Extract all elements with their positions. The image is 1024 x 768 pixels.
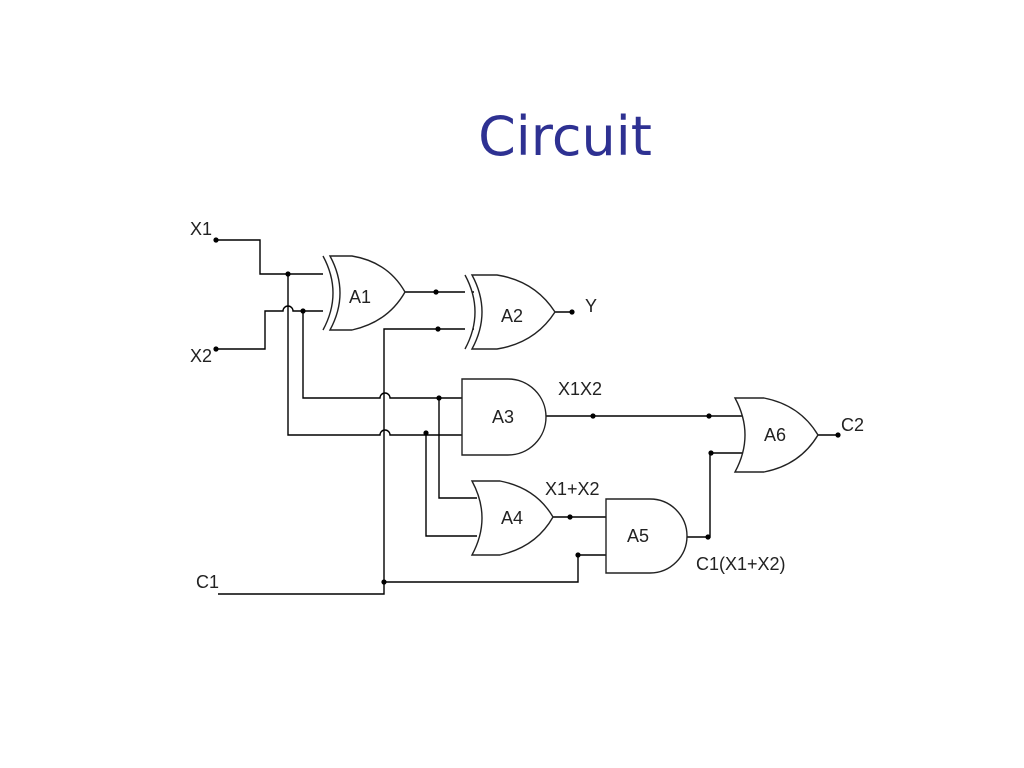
junction-dot (575, 552, 581, 558)
gate-label-a2: A2 (501, 306, 523, 326)
signal-label-x2: X2 (190, 346, 212, 366)
wire-x1 (216, 239, 330, 275)
junction-dot (708, 450, 714, 456)
junction-dot (433, 289, 439, 295)
gate-label-a6: A6 (764, 425, 786, 445)
junction-dot (423, 430, 429, 436)
wire-c1-to-a5 (384, 554, 606, 583)
wire-x2 (216, 305, 330, 350)
gate-a3-and: A3 (461, 378, 547, 456)
junction-dot (436, 395, 442, 401)
gate-a4-or: A4 (470, 480, 554, 556)
junction-dot (213, 346, 219, 352)
wire-tap-to-a4-bottom (425, 433, 477, 537)
signal-label-x1: X1 (190, 219, 212, 239)
signal-label-c1-term: C1(X1+X2) (696, 554, 786, 574)
junction-dot (706, 413, 712, 419)
junction-dot (285, 271, 291, 277)
gate-a2-xor: A2 (464, 274, 556, 350)
gate-label-a3: A3 (492, 407, 514, 427)
junction-dot (381, 579, 387, 585)
gate-a1-xor: A1 (322, 255, 406, 331)
gate-label-a5: A5 (627, 526, 649, 546)
signal-label-x1x2: X1X2 (558, 379, 602, 399)
signal-label-c2: C2 (841, 415, 864, 435)
gate-label-a4: A4 (501, 508, 523, 528)
junction-dot (705, 534, 711, 540)
wire-a5-to-a6 (687, 452, 745, 538)
gate-a5-and: A5 (605, 498, 688, 574)
junction-dot (213, 237, 219, 243)
slide-title: Circuit (478, 105, 652, 168)
signal-label-c1: C1 (196, 572, 219, 592)
junction-dot (569, 309, 575, 315)
junction-dot (300, 308, 306, 314)
junction-dot (835, 432, 841, 438)
signal-label-x1-plus-x2: X1+X2 (545, 479, 600, 499)
wire-x2-to-a3 (302, 311, 462, 399)
signal-label-y: Y (585, 296, 597, 316)
wires (216, 239, 838, 595)
gate-a6-or: A6 (733, 397, 819, 473)
junctions (213, 237, 841, 585)
junction-dot (567, 514, 573, 520)
gate-label-a1: A1 (349, 287, 371, 307)
junction-dot (435, 326, 441, 332)
signal-labels: X1 X2 C1 Y C2 X1X2 X1+X2 C1(X1+X2) (190, 219, 864, 592)
wire-tap-to-a4-top (438, 398, 477, 499)
junction-dot (590, 413, 596, 419)
wire-c1 (218, 328, 474, 595)
